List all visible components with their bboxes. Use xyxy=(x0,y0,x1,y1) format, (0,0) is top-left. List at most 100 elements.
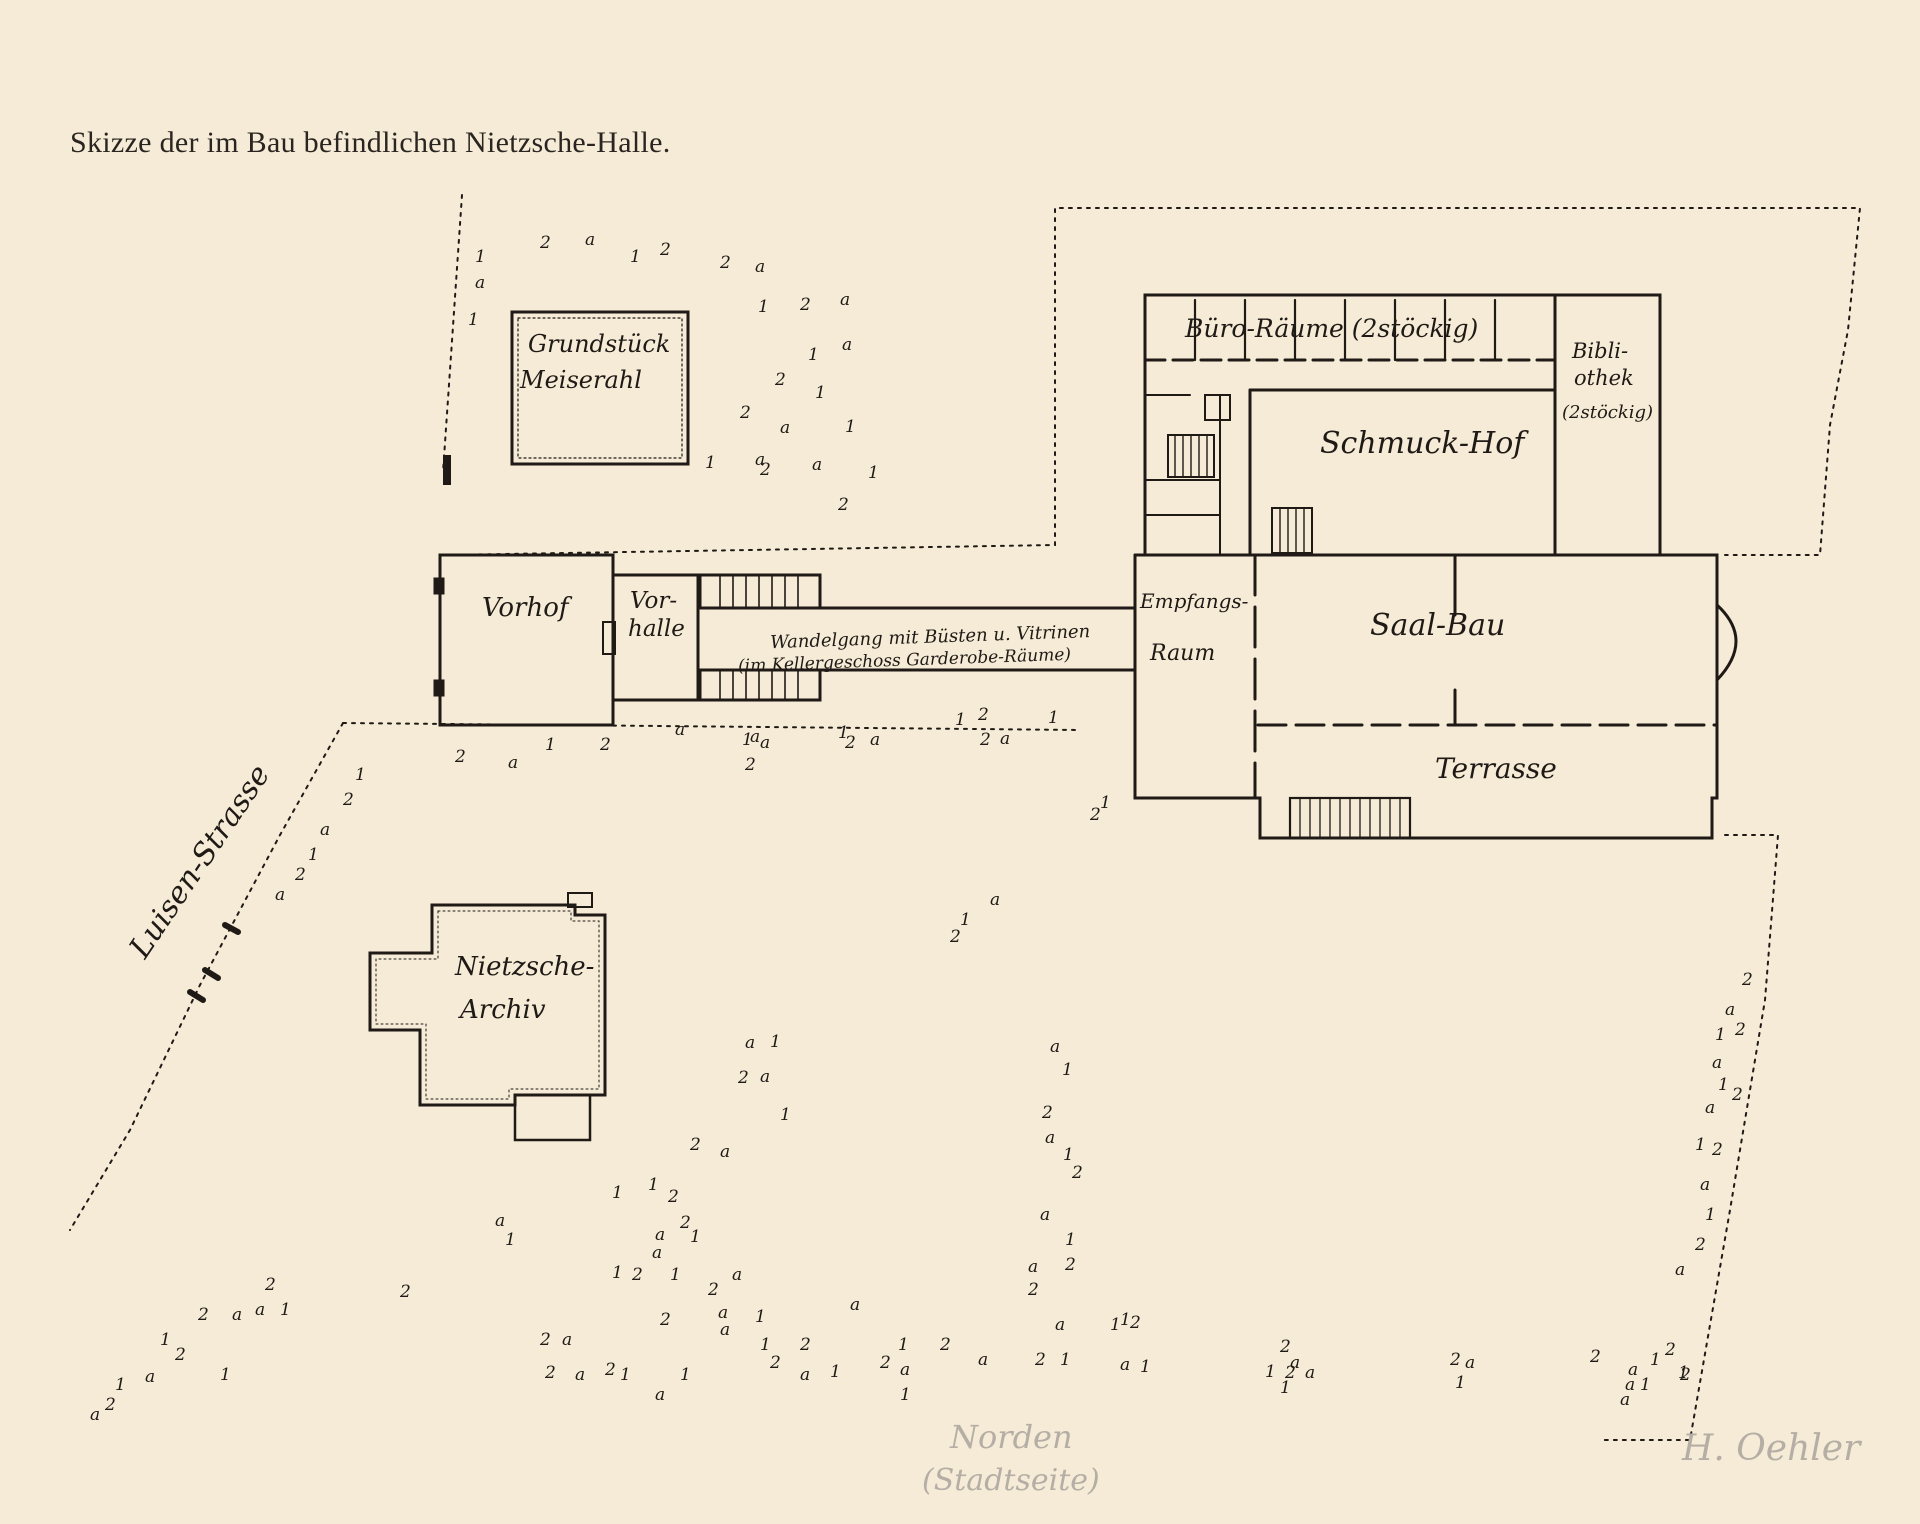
label-empfangs: Empfangs- xyxy=(1139,589,1249,613)
tree-marker: a xyxy=(850,1295,860,1315)
tree-marker: 1 xyxy=(1060,1350,1071,1370)
tree-marker: a xyxy=(755,450,765,470)
tree-marker: 2 xyxy=(1589,1347,1601,1367)
tree-marker: a xyxy=(718,1303,728,1323)
tree-marker: 2 xyxy=(539,233,551,253)
tree-marker: 1 xyxy=(545,735,556,755)
tree-marker: a xyxy=(755,257,765,277)
tree-marker: 1 xyxy=(468,310,479,330)
tree-marker: a xyxy=(1055,1315,1065,1335)
tree-marker: a xyxy=(320,820,330,840)
tree-marker: 1 xyxy=(760,1335,771,1355)
tree-marker: 1 xyxy=(115,1375,126,1395)
plot-meiserahl xyxy=(510,310,690,466)
tree-marker: 2 xyxy=(719,253,731,273)
tree-marker: 2 xyxy=(979,730,991,750)
tree-marker: 2 xyxy=(1734,1020,1746,1040)
tree-marker: 2 xyxy=(1711,1140,1723,1160)
tree-marker: a xyxy=(720,1142,730,1162)
tree-marker: 2 xyxy=(174,1345,186,1365)
tree-marker: a xyxy=(1045,1128,1055,1148)
tree-marker: 1 xyxy=(160,1330,171,1350)
label-saalbau: Saal-Bau xyxy=(1370,608,1505,643)
tree-marker: 1 xyxy=(648,1175,659,1195)
tree-marker: a xyxy=(1305,1363,1315,1383)
tree-marker: 2 xyxy=(799,295,811,315)
tree-marker: 2 xyxy=(879,1353,891,1373)
tree-marker: a xyxy=(870,730,880,750)
tree-marker: a xyxy=(562,1330,572,1350)
tree-marker: a xyxy=(585,230,595,250)
tree-marker: 1 xyxy=(1715,1025,1726,1045)
tree-marker: 2 xyxy=(631,1265,643,1285)
tree-marker: a xyxy=(90,1405,100,1425)
tree-marker: 2 xyxy=(604,1360,616,1380)
tree-marker: 1 xyxy=(1065,1230,1076,1250)
tree-marker: a xyxy=(720,1320,730,1340)
tree-marker: 1 xyxy=(355,765,366,785)
pencil-annotations: Norden (Stadtseite) H. Oehler xyxy=(922,1418,1862,1498)
tree-marker: 2 xyxy=(739,403,751,423)
tree-marker: 2 xyxy=(342,790,354,810)
tree-marker: 2 xyxy=(1064,1255,1076,1275)
label-terrasse: Terrasse xyxy=(1435,752,1557,785)
tree-marker: a xyxy=(1705,1098,1715,1118)
tree-marker: 1 xyxy=(1062,1060,1073,1080)
tree-marker: 1 xyxy=(780,1105,791,1125)
wandelgang xyxy=(696,573,1137,702)
label-archiv-1: Nietzsche- xyxy=(454,952,594,982)
label-vor: Vor- xyxy=(630,588,677,614)
tree-marker: a xyxy=(1050,1037,1060,1057)
tree-marker: 1 xyxy=(742,730,753,750)
tree-marker: a xyxy=(978,1350,988,1370)
tree-marker: 1 xyxy=(1265,1362,1276,1382)
tree-marker: a xyxy=(1000,729,1010,749)
tree-marker: a xyxy=(1120,1355,1130,1375)
tree-marker: 1 xyxy=(755,1307,766,1327)
tree-marker: a xyxy=(1628,1360,1638,1380)
tree-marker: 1 xyxy=(1110,1315,1121,1335)
tree-marker: 1 xyxy=(630,247,641,267)
tree-marker: 2 xyxy=(1034,1350,1046,1370)
tree-marker: 2 xyxy=(707,1280,719,1300)
tree-marker: 1 xyxy=(830,1362,841,1382)
tree-marker: 2 xyxy=(599,735,611,755)
tree-marker: 2 xyxy=(949,927,961,947)
tree-marker: 1 xyxy=(1650,1350,1661,1370)
tree-marker: 2 xyxy=(197,1305,209,1325)
tree-marker: a xyxy=(1028,1257,1038,1277)
tree-marker: a xyxy=(1675,1260,1685,1280)
tree-marker: 1 xyxy=(868,463,879,483)
tree-marker: 2 xyxy=(759,460,771,480)
tree-marker: 1 xyxy=(960,910,971,930)
tree-marker: a xyxy=(495,1211,505,1231)
vorhof xyxy=(433,455,615,727)
label-schmuckhof: Schmuck-Hof xyxy=(1320,426,1529,461)
tree-marker: a xyxy=(800,1365,810,1385)
label-norden: Norden xyxy=(949,1418,1073,1456)
tree-marker: 1 xyxy=(1280,1378,1291,1398)
tree-marker: 1 xyxy=(612,1183,623,1203)
tree-marker: 2 xyxy=(1679,1365,1691,1385)
tree-marker: 2 xyxy=(1284,1363,1296,1383)
label-luisen-strasse: Luisen-Strasse xyxy=(122,759,277,966)
label-vorhof: Vorhof xyxy=(482,593,573,623)
tree-marker: a xyxy=(1625,1375,1635,1395)
tree-marker: a xyxy=(900,1360,910,1380)
tree-marker: 1 xyxy=(620,1365,631,1385)
tree-marker: 2 xyxy=(399,1282,411,1302)
tree-marker: 2 xyxy=(1279,1337,1291,1357)
tree-marker: 2 xyxy=(1694,1235,1706,1255)
tree-marker: 2 xyxy=(689,1135,701,1155)
tree-marker: 1 xyxy=(220,1365,231,1385)
label-bibliothek-2: othek xyxy=(1574,366,1634,390)
label-buero: Büro-Räume (2stöckig) xyxy=(1184,314,1478,343)
tree-marker: 2 xyxy=(539,1330,551,1350)
tree-marker: a xyxy=(1040,1205,1050,1225)
tree-marker: 1 xyxy=(1678,1363,1689,1383)
tree-marker: a xyxy=(275,885,285,905)
tree-marker: 2 xyxy=(1027,1280,1039,1300)
tree-marker: 2 xyxy=(104,1395,116,1415)
